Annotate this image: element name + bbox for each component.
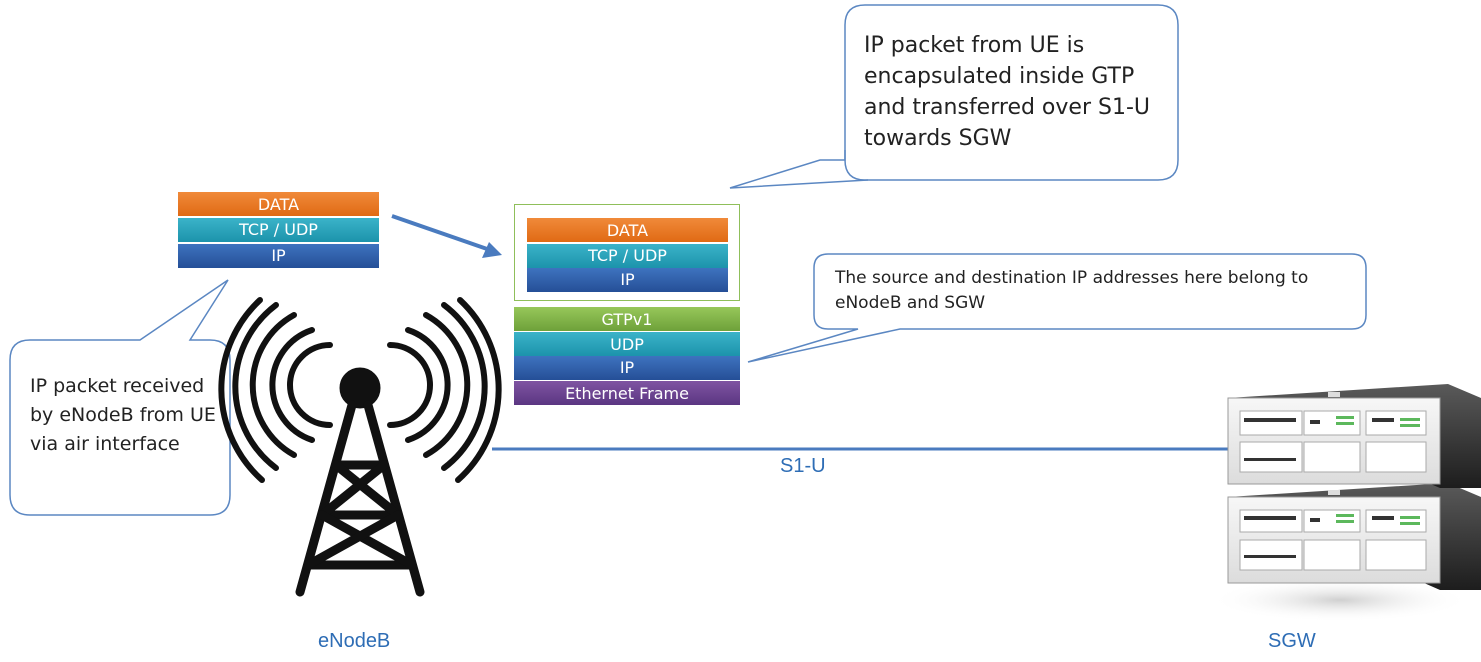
server-rack-icon (1210, 384, 1481, 622)
inner-ip-layer: IP (527, 268, 728, 292)
callout-ue-bubble (9, 279, 231, 516)
enodeb-label: eNodeB (318, 630, 391, 652)
ethernet-frame-layer: Ethernet Frame (514, 381, 740, 405)
s1u-label: S1-U (780, 455, 826, 477)
outer-ip-layer: IP (514, 356, 740, 380)
callout-gtp-text: IP packet from UE is encapsulated inside… (864, 33, 1150, 151)
callout-gtp-bubble (729, 4, 1179, 189)
callout-ip-bubble (747, 253, 1367, 363)
ue-data-layer: DATA (178, 192, 379, 216)
inner-tcp-udp-layer: TCP / UDP (527, 244, 728, 268)
callout-ue-text: IP packet received by eNodeB from UE via… (30, 375, 216, 455)
sgw-label: SGW (1268, 630, 1316, 652)
encapsulation-arrow (391, 214, 502, 258)
outer-udp-layer: UDP (514, 332, 740, 356)
gtp-layer: GTPv1 (514, 307, 740, 331)
ue-tcp-udp-layer: TCP / UDP (178, 218, 379, 242)
callout-ip-text: The source and destination IP addresses … (835, 268, 1309, 313)
inner-data-layer: DATA (527, 218, 728, 242)
radio-tower-icon (218, 297, 502, 597)
ue-ip-layer: IP (178, 244, 379, 268)
